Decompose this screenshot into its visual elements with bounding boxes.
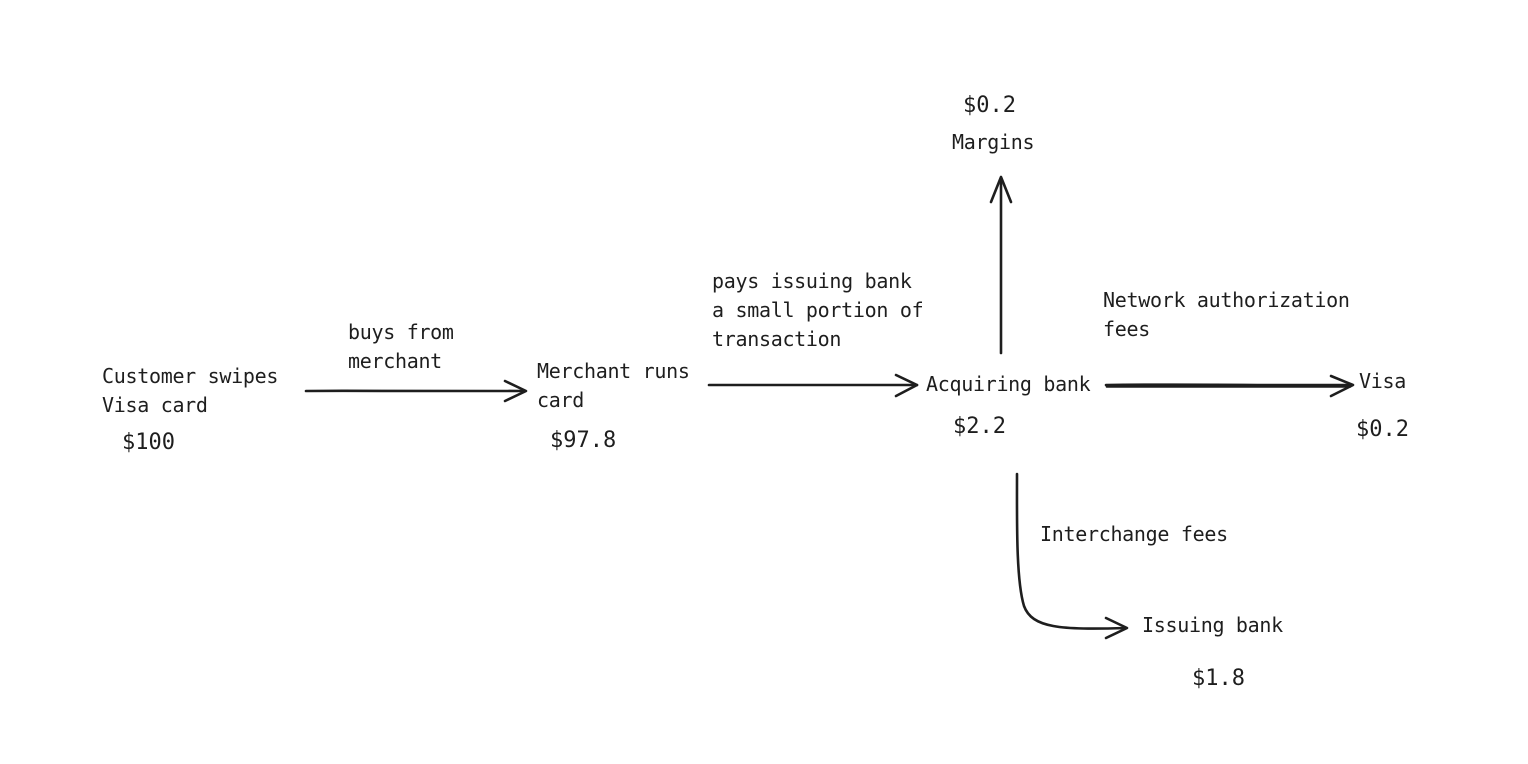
edge-label-merchant-to-acquiring: pays issuing bank a small portion of tra… [712, 269, 924, 351]
issuing-bank-amount: $1.8 [1192, 666, 1245, 691]
merchant-amount: $97.8 [550, 428, 617, 453]
acquiring-bank-amount: $2.2 [953, 414, 1006, 439]
arrow-acquiring-to-margins [989, 175, 1013, 355]
arrow-acquiring-to-issuing [1015, 472, 1129, 640]
visa-node-label: Visa [1359, 369, 1406, 393]
edge-label-customer-to-merchant: buys from merchant [348, 320, 454, 373]
acquiring-bank-node-label: Acquiring bank [926, 372, 1091, 396]
arrow-merchant-to-acquiring [707, 373, 919, 398]
customer-node-label: Customer swipes Visa card [102, 364, 279, 417]
edge-label-acquiring-to-issuing: Interchange fees [1040, 522, 1228, 546]
margins-node-label: Margins [952, 130, 1035, 154]
customer-amount: $100 [122, 430, 175, 455]
issuing-bank-node-label: Issuing bank [1142, 613, 1283, 637]
visa-amount: $0.2 [1356, 417, 1409, 442]
merchant-node-label: Merchant runs card [537, 359, 690, 412]
arrow-customer-to-merchant [304, 379, 528, 403]
edge-label-acquiring-to-visa: Network authorization fees [1103, 288, 1350, 341]
margins-amount: $0.2 [963, 93, 1016, 118]
arrow-acquiring-to-visa [1104, 374, 1355, 398]
